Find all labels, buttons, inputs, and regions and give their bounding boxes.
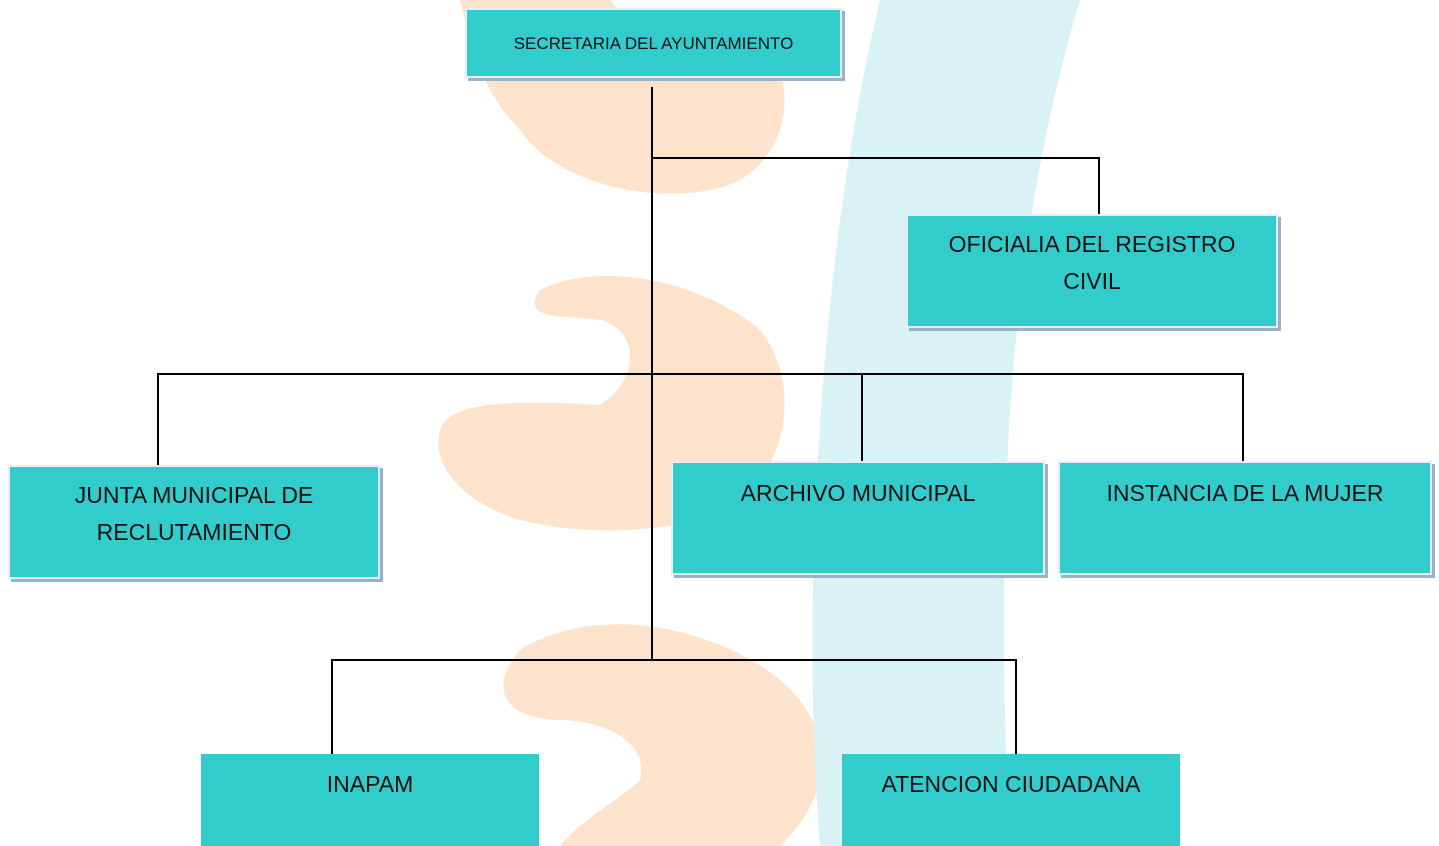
node-label: INAPAM xyxy=(326,771,414,797)
node-secretaria-del-ayuntamiento: SECRETARIA DEL AYUNTAMIENTO xyxy=(465,8,842,78)
node-label: JUNTA MUNICIPAL DE RECLUTAMIENTO xyxy=(74,482,314,545)
node-instancia-de-la-mujer: INSTANCIA DE LA MUJER xyxy=(1058,461,1432,575)
watermark-teal-arc xyxy=(812,0,1080,846)
node-label: ARCHIVO MUNICIPAL xyxy=(740,480,976,506)
node-atencion-ciudadana: ATENCION CIUDADANA xyxy=(842,754,1180,846)
node-inapam: INAPAM xyxy=(201,754,539,846)
node-archivo-municipal: ARCHIVO MUNICIPAL xyxy=(671,461,1045,575)
node-label: OFICIALIA DEL REGISTRO CIVIL xyxy=(948,231,1236,294)
node-label: SECRETARIA DEL AYUNTAMIENTO xyxy=(513,34,794,53)
watermark-hand-bottom xyxy=(503,624,822,846)
node-label: INSTANCIA DE LA MUJER xyxy=(1106,480,1384,506)
node-oficialia-del-registro-civil: OFICIALIA DEL REGISTRO CIVIL xyxy=(906,214,1278,328)
node-label: ATENCION CIUDADANA xyxy=(881,771,1141,797)
node-junta-municipal-de-reclutamiento: JUNTA MUNICIPAL DE RECLUTAMIENTO xyxy=(8,465,380,579)
